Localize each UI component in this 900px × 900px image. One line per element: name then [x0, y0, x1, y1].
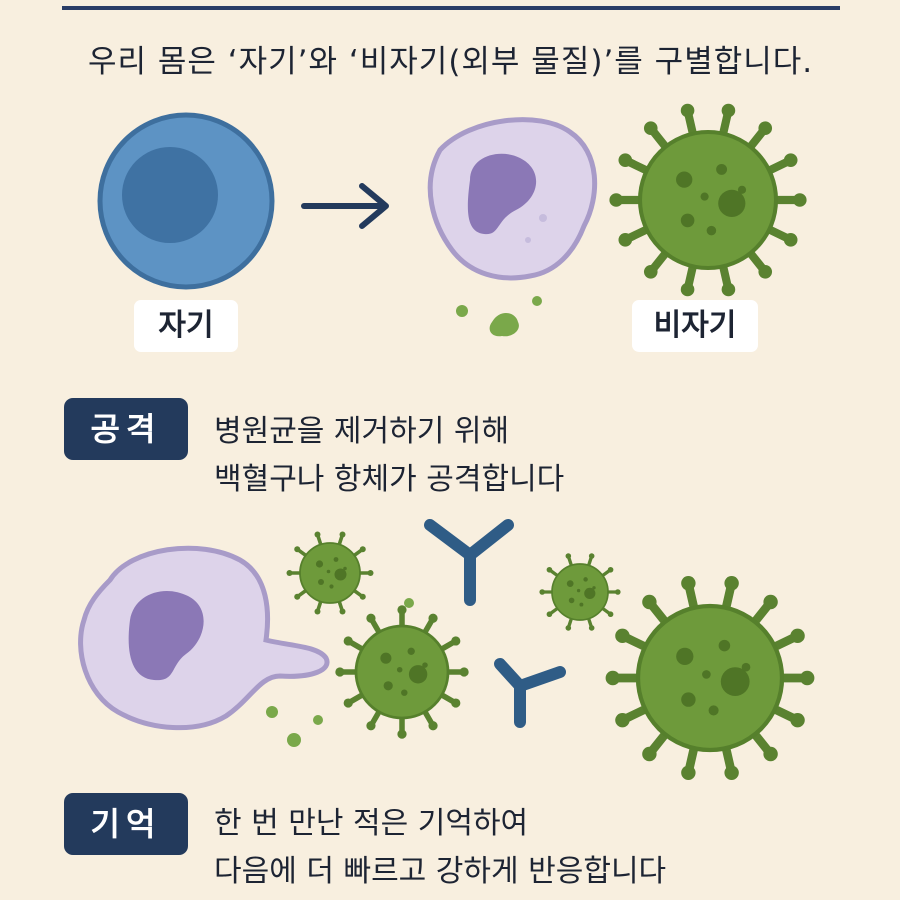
self-label: 자기: [134, 300, 238, 352]
virus-icon: [605, 576, 815, 780]
white-blood-cell-icon: [427, 117, 598, 281]
virus-icon: [335, 605, 469, 739]
attack-line-2: 백혈구나 항체가 공격합니다: [214, 462, 565, 497]
top-divider: [62, 6, 840, 10]
memory-line-1: 한 번 만난 적은 기억하여: [214, 806, 529, 841]
attack-description: 병원균을 제거하기 위해 백혈구나 항체가 공격합니다: [214, 408, 564, 504]
memory-tag: 기억: [64, 793, 188, 855]
nonself-label: 비자기: [632, 300, 758, 352]
virus-icon: [609, 103, 807, 297]
virus-icon: [286, 531, 374, 615]
debris-icon: [266, 598, 414, 747]
arrow-right-icon: [301, 183, 389, 229]
antibody-icon: [424, 519, 514, 606]
memory-line-2: 다음에 더 빠르고 강하게 반응합니다: [214, 854, 667, 889]
white-blood-cell-icon: [78, 545, 330, 731]
self-cell-icon: [97, 112, 275, 290]
antibody-icon: [494, 658, 566, 728]
intro-text: 우리 몸은 ‘자기’와 ‘비자기(외부 물질)’를 구별합니다.: [88, 44, 814, 80]
attack-tag: 공격: [64, 398, 188, 460]
virus-icon: [539, 553, 621, 631]
attack-line-1: 병원균을 제거하기 위해: [214, 414, 510, 449]
memory-description: 한 번 만난 적은 기억하여 다음에 더 빠르고 강하게 반응합니다: [214, 800, 666, 896]
debris-icon: [456, 296, 542, 337]
